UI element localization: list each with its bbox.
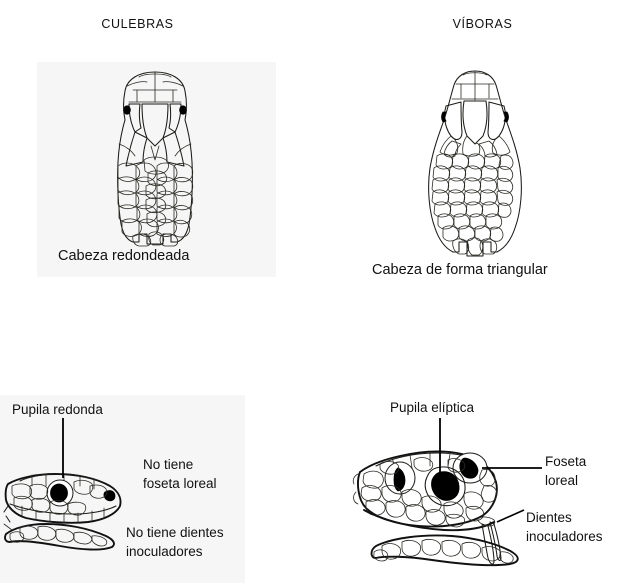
label-no-tiene-dientes-inoculadores: No tiene dientes inoculadores	[126, 525, 224, 559]
column-title-culebras: CULEBRAS	[101, 17, 174, 31]
label-pupila-redonda: Pupila redonda	[12, 402, 103, 417]
column-title-viboras: VÍBORAS	[452, 17, 513, 31]
caption-cabeza-triangular: Cabeza de forma triangular	[372, 262, 548, 278]
label-pupila-eliptica: Pupila elíptica	[390, 400, 475, 415]
caption-cabeza-redondeada: Cabeza redondeada	[58, 248, 190, 264]
label-no-tiene-foseta-loreal: No tiene foseta loreal	[143, 457, 217, 491]
panel-viboras-profile	[345, 390, 630, 585]
label-dientes-inoculadores: Dientes inoculadores	[526, 510, 603, 544]
panel-culebras-head	[37, 62, 276, 277]
panel-viboras-head	[345, 62, 584, 277]
label-foseta-loreal: Foseta loreal	[545, 454, 587, 488]
